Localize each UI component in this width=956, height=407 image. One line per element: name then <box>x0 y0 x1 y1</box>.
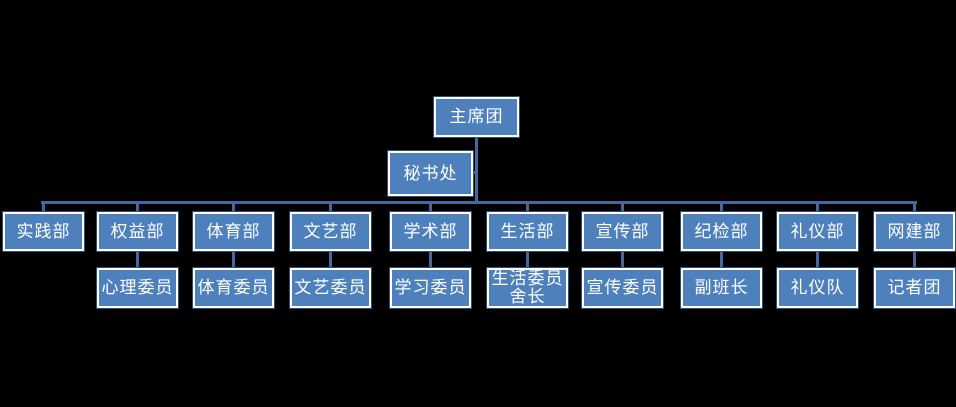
org-node-member: 副班长 <box>680 267 763 309</box>
org-node-member: 体育委员 <box>192 267 275 309</box>
org-node-department: 纪检部 <box>680 211 763 252</box>
org-node-member: 文艺委员 <box>289 267 372 309</box>
connector-dept-stub <box>913 202 916 214</box>
org-node-department: 体育部 <box>192 211 275 252</box>
connector-member-stub <box>816 249 819 270</box>
connector-row-line <box>41 201 917 204</box>
org-node-department: 生活部 <box>486 211 569 252</box>
connector-root-stem <box>475 136 478 204</box>
org-node-member: 记者团 <box>873 267 956 309</box>
connector-member-stub <box>913 249 916 270</box>
connector-dept-stub <box>526 202 529 214</box>
connector-member-stub <box>429 249 432 270</box>
org-node-member: 生活委员舍长 <box>486 267 569 309</box>
org-node-department: 礼仪部 <box>776 211 859 252</box>
connector-member-stub <box>232 249 235 270</box>
connector-dept-stub <box>42 202 45 214</box>
connector-member-stub <box>621 249 624 270</box>
org-node-member: 学习委员 <box>389 267 472 309</box>
org-node-member: 宣传委员 <box>581 267 664 309</box>
connector-dept-stub <box>136 202 139 214</box>
connector-dept-stub <box>232 202 235 214</box>
connector-member-stub <box>526 249 529 270</box>
org-node-department: 宣传部 <box>581 211 664 252</box>
org-node-department: 学术部 <box>389 211 472 252</box>
org-node-member: 礼仪队 <box>776 267 859 309</box>
connector-member-stub <box>720 249 723 270</box>
connector-dept-stub <box>720 202 723 214</box>
connector-dept-stub <box>621 202 624 214</box>
org-node-department: 权益部 <box>96 211 179 252</box>
org-node-member: 心理委员 <box>96 267 179 309</box>
connector-dept-stub <box>329 202 332 214</box>
org-node-root: 主席团 <box>433 96 520 138</box>
org-node-department: 网建部 <box>873 211 956 252</box>
org-node-department: 文艺部 <box>289 211 372 252</box>
connector-member-stub <box>136 249 139 270</box>
connector-dept-stub <box>429 202 432 214</box>
org-node-department: 实践部 <box>2 211 85 252</box>
connector-secretariat-link <box>471 171 478 174</box>
connector-dept-stub <box>816 202 819 214</box>
org-node-secretariat: 秘书处 <box>387 150 474 197</box>
connector-member-stub <box>329 249 332 270</box>
